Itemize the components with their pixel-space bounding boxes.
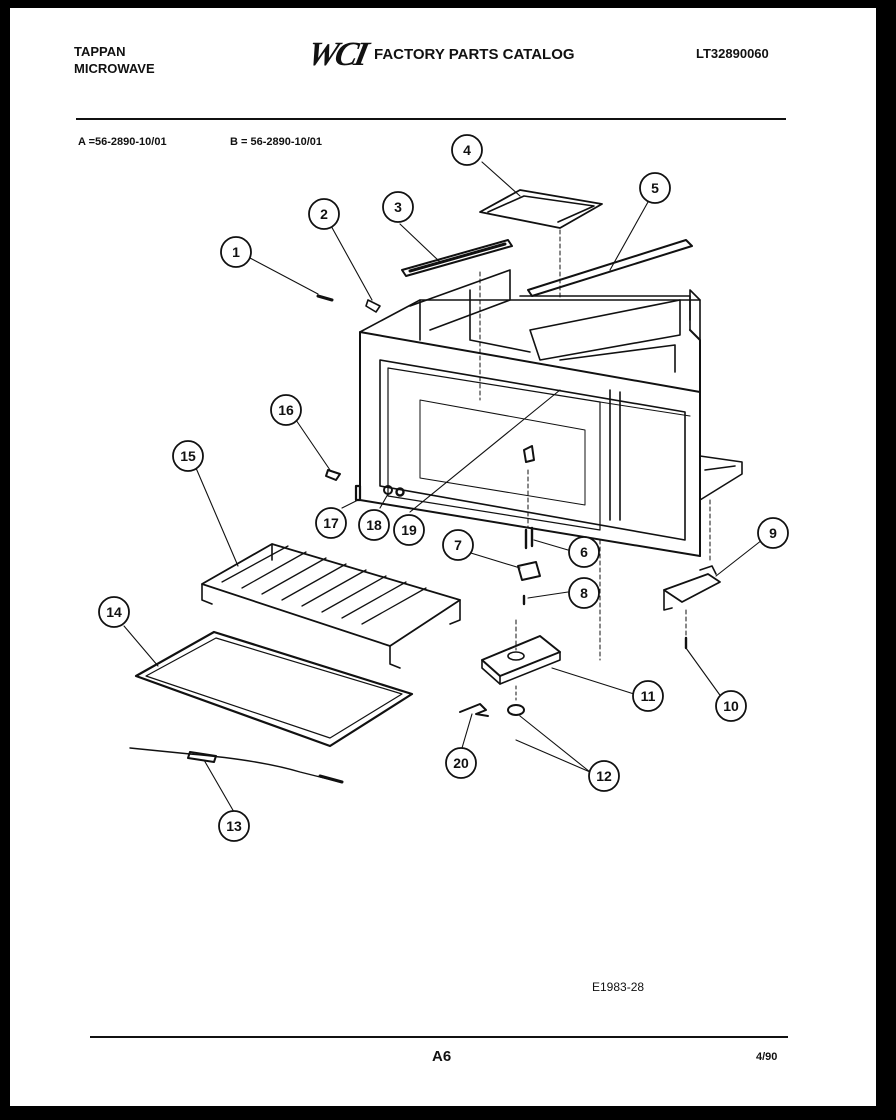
part-19-nut	[395, 487, 405, 497]
callout-number: 1	[232, 244, 240, 260]
part-3-strip	[401, 239, 513, 277]
callout-number: 17	[323, 515, 339, 531]
brand-name: TAPPAN	[74, 44, 126, 59]
callout-5: 5	[639, 172, 671, 204]
callout-1: 1	[220, 236, 252, 268]
catalog-page	[10, 8, 876, 1106]
callout-number: 8	[580, 585, 588, 601]
callout-20: 20	[445, 747, 477, 779]
callout-circle	[218, 810, 250, 842]
callout-number: 12	[596, 768, 612, 784]
callout-number: 5	[651, 180, 659, 196]
callout-11: 11	[632, 680, 664, 712]
callout-circle	[270, 394, 302, 426]
callout-15: 15	[172, 440, 204, 472]
callout-circle	[757, 517, 789, 549]
callout-circle	[445, 747, 477, 779]
part-5-bar	[527, 239, 693, 297]
model-code-a: A =56-2890-10/01	[78, 136, 167, 148]
callout-number: 19	[401, 522, 417, 538]
callout-number: 16	[278, 402, 294, 418]
microwave-cavity	[359, 269, 743, 557]
callout-number: 14	[106, 604, 122, 620]
header-rule	[76, 118, 786, 120]
callout-4: 4	[451, 134, 483, 166]
callout-number: 6	[580, 544, 588, 560]
callout-circle	[715, 690, 747, 722]
part-15-oven-rack	[201, 543, 461, 669]
part-1-screw	[316, 294, 334, 302]
callout-6: 6	[568, 536, 600, 568]
callout-circle	[632, 680, 664, 712]
callout-13: 13	[218, 810, 250, 842]
callout-8: 8	[568, 577, 600, 609]
callout-circle	[98, 596, 130, 628]
callout-number: 11	[641, 688, 656, 704]
callout-17: 17	[315, 507, 347, 539]
callout-number: 20	[453, 755, 469, 771]
callout-circle	[442, 529, 474, 561]
callout-number: 13	[226, 818, 242, 834]
callout-circle	[382, 191, 414, 223]
callout-14: 14	[98, 596, 130, 628]
callout-number: 18	[366, 517, 382, 533]
part-4-plate	[479, 189, 603, 229]
callout-18: 18	[358, 509, 390, 541]
callout-number: 3	[394, 199, 402, 215]
callout-9: 9	[757, 517, 789, 549]
part-6-rod	[524, 526, 534, 550]
callout-number: 2	[320, 206, 328, 222]
callout-number: 9	[769, 525, 777, 541]
callout-circle	[451, 134, 483, 166]
leader-lines	[123, 161, 763, 813]
callout-3: 3	[382, 191, 414, 223]
callout-2: 2	[308, 198, 340, 230]
callout-number: 7	[454, 537, 462, 553]
footer-rule	[90, 1036, 788, 1038]
callout-number: 15	[180, 448, 196, 464]
callout-16: 16	[270, 394, 302, 426]
part-2-clip	[365, 299, 381, 313]
callout-circle	[568, 577, 600, 609]
part-14-tray	[134, 630, 414, 748]
callout-circle	[358, 509, 390, 541]
part-11-motor-bracket	[481, 635, 561, 677]
callout-12: 12	[588, 760, 620, 792]
page-number: A6	[432, 1048, 452, 1065]
part-16-clip	[325, 469, 341, 481]
part-12-coupler	[507, 704, 525, 716]
part-17-screw	[354, 484, 362, 502]
revision-date: 4/90	[756, 1051, 778, 1063]
part-7-motor	[517, 561, 541, 581]
part-20-clip	[459, 703, 489, 717]
part-9-bracket	[663, 573, 721, 603]
callout-circle	[588, 760, 620, 792]
callout-10: 10	[715, 690, 747, 722]
product-type: MICROWAVE	[74, 61, 155, 76]
callout-circle	[172, 440, 204, 472]
figure-reference: E1983-28	[592, 980, 645, 994]
callout-number: 4	[463, 142, 471, 158]
callout-circle	[393, 514, 425, 546]
model-code-b: B = 56-2890-10/01	[230, 136, 323, 148]
callout-circle	[220, 236, 252, 268]
callout-19: 19	[393, 514, 425, 546]
catalog-title: FACTORY PARTS CATALOG	[374, 46, 575, 63]
part-13-wire	[129, 747, 341, 783]
catalog-number: LT32890060	[696, 46, 769, 61]
callout-circle	[568, 536, 600, 568]
callout-circle	[639, 172, 671, 204]
callout-circle	[315, 507, 347, 539]
callout-7: 7	[442, 529, 474, 561]
callout-number: 10	[723, 698, 739, 714]
callout-circle	[308, 198, 340, 230]
